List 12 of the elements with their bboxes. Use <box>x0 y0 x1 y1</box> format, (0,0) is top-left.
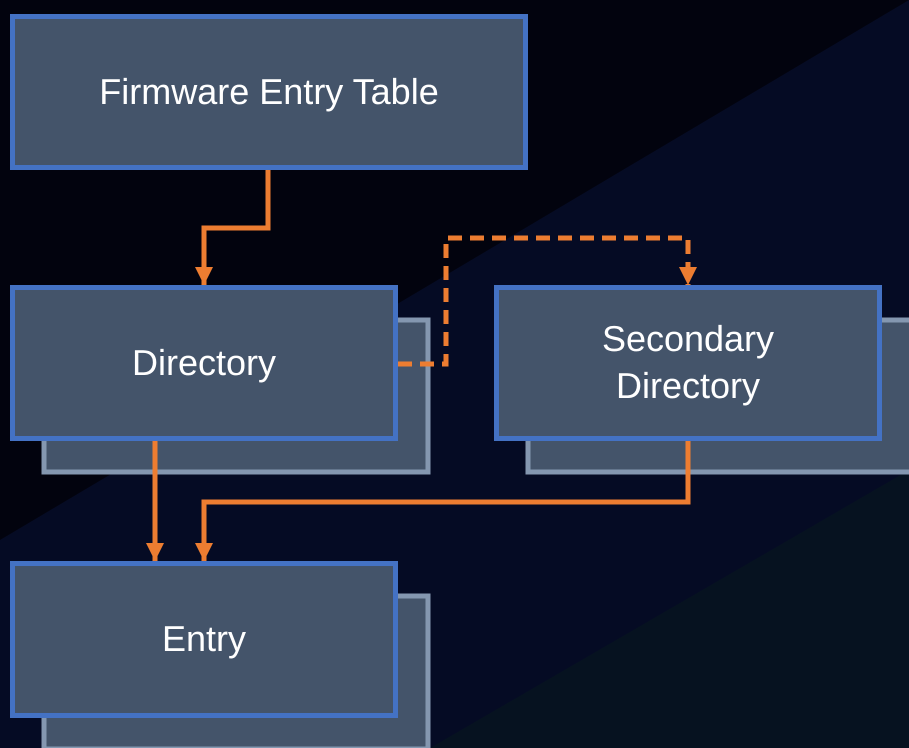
box-label: Entry <box>162 617 246 662</box>
box-label: Directory <box>132 340 276 385</box>
box-label: Firmware Entry Table <box>99 70 439 114</box>
arrow <box>195 170 270 285</box>
process-box <box>10 14 528 170</box>
box-label: Secondary Directory <box>600 317 776 408</box>
process-box <box>10 285 398 441</box>
arrow <box>146 441 164 561</box>
process-box <box>10 561 398 718</box>
arrow <box>398 236 697 366</box>
process-box <box>494 285 882 441</box>
arrow <box>195 441 690 561</box>
